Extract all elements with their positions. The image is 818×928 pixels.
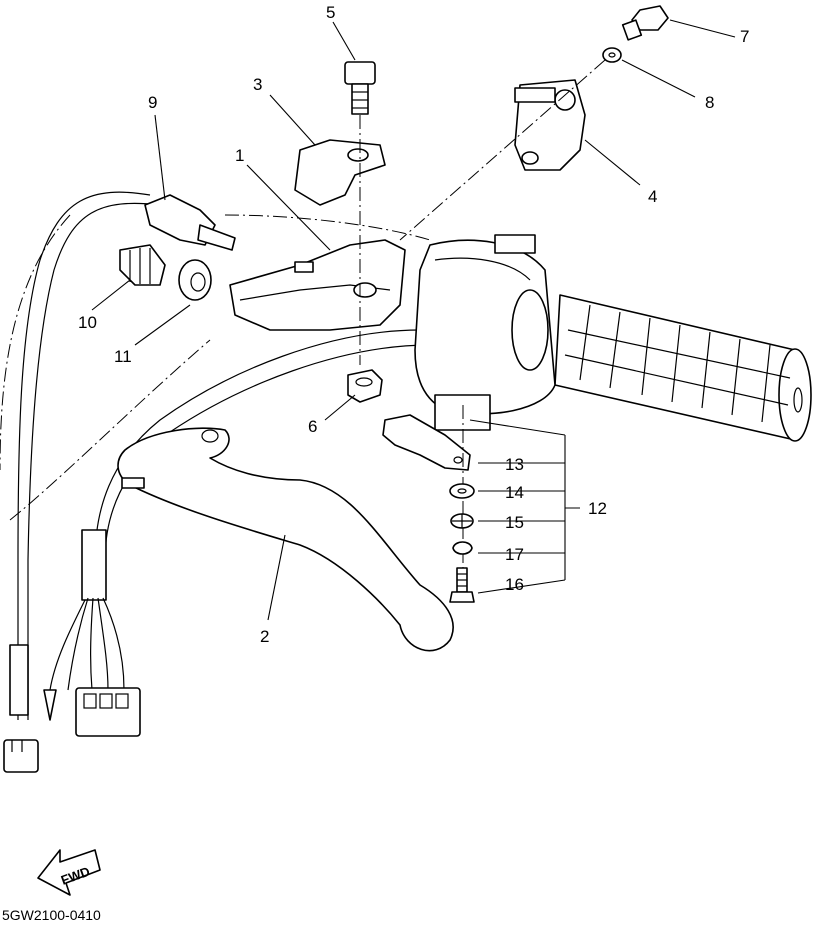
washer-8: [602, 47, 622, 63]
main-cable-inner: [27, 202, 161, 720]
callout-label: 7: [740, 27, 749, 46]
cable-connector-small: [3, 739, 39, 773]
fwd-arrow-icon: FWD: [37, 849, 101, 896]
callout-label: 1: [235, 146, 244, 165]
callout-label: 12: [588, 499, 607, 518]
leader-7: [669, 19, 736, 38]
callout-label: 4: [648, 187, 657, 206]
callout-label: 15: [505, 513, 524, 532]
pivot-bolt: [344, 61, 376, 115]
callout-label: 10: [78, 313, 97, 332]
cable-route-line-3: [224, 214, 431, 241]
switch-wire-strand: [67, 597, 89, 691]
callout-label: 17: [505, 545, 524, 564]
bracket-tab: [294, 261, 314, 273]
callout-label: 8: [705, 93, 714, 112]
pivot-nut: [347, 369, 383, 403]
switch-wire: [94, 329, 421, 600]
washer-8-hole: [608, 52, 616, 58]
cable-sleeve: [9, 644, 29, 716]
screw-axis: [399, 59, 606, 241]
cable-route-line-2: [9, 339, 211, 521]
leader-9: [154, 114, 166, 201]
cable-adjuster: [144, 194, 236, 251]
adjuster-locknut: [178, 259, 212, 301]
coupler-slot: [99, 693, 113, 709]
switch-wire-coupler: [75, 687, 141, 737]
washer-17: [452, 541, 473, 555]
washer-14: [449, 483, 475, 499]
switch-housing: [414, 234, 556, 431]
washer-14-hole: [457, 488, 467, 494]
leader-10: [91, 279, 131, 311]
switch-wire-2: [104, 344, 431, 600]
bracket-screw: [621, 5, 669, 41]
callout-label: 9: [148, 93, 157, 112]
clutch-switch: [382, 414, 471, 471]
leader-5: [332, 21, 356, 61]
main-cable: [17, 191, 151, 720]
drawing-code: 5GW2100-0410: [2, 907, 101, 923]
clutch-lever-pivot: [201, 429, 219, 443]
callout-label: 11: [114, 347, 132, 366]
switch-wire-strand: [90, 597, 94, 691]
callout-label: 14: [505, 483, 524, 502]
leader-8: [621, 59, 696, 98]
screw-16: [449, 567, 475, 603]
clamp-part: [294, 139, 386, 206]
cable-route-line: [0, 214, 71, 471]
leader-3: [269, 94, 316, 146]
callout-label: 5: [326, 3, 335, 22]
callout-label: 16: [505, 575, 524, 594]
bracket-cover: [514, 79, 586, 171]
ground-terminal: [43, 689, 57, 721]
lever-holder-bracket: [229, 239, 406, 331]
coupler-slot: [83, 693, 97, 709]
callout-label: 13: [505, 455, 524, 474]
ground-wire: [49, 599, 86, 691]
leader-12: [469, 419, 580, 594]
switch-wire-strand: [97, 597, 109, 691]
leader-1: [246, 164, 331, 251]
leader-6: [324, 394, 356, 421]
leader-2: [267, 534, 286, 621]
callout-label: 3: [253, 75, 262, 94]
leader-4: [584, 139, 641, 186]
callout-label: 6: [308, 417, 317, 436]
callout-label: 2: [260, 627, 269, 646]
handlebar-grip: [554, 294, 812, 442]
adjuster-knob: [119, 244, 166, 286]
switch-wire-sleeve: [81, 529, 107, 601]
switch-wire-strand: [102, 597, 125, 691]
leader-11: [134, 304, 191, 346]
clutch-lever: [117, 427, 454, 652]
clutch-lever-tab: [121, 477, 145, 489]
coupler-slot: [115, 693, 129, 709]
